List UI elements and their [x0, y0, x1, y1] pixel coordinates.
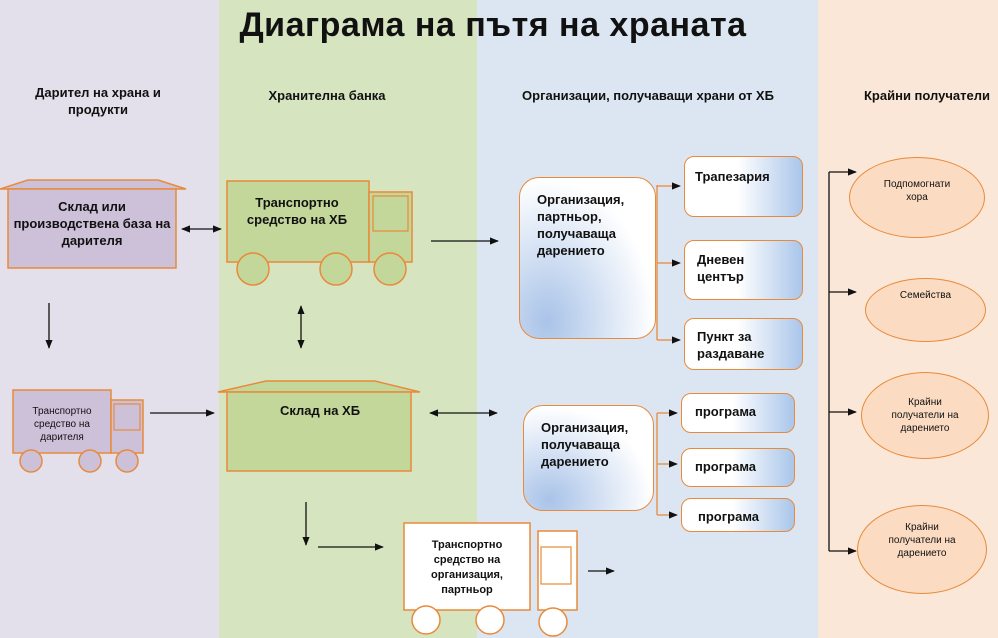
receiving-org-label: Организация, получаваща дарението: [541, 420, 629, 469]
program-label: програма: [698, 509, 759, 524]
donor-warehouse-label: Склад или производствена база на дарител…: [13, 199, 171, 248]
helped-people-ellipse: Подпомогнати хора: [849, 157, 985, 238]
donor-lane: [0, 0, 219, 638]
families-label: Семейства: [899, 290, 952, 301]
foodbank-truck-label: Транспортно средство на ХБ: [246, 195, 348, 227]
foodbank-truck-shape: [226, 180, 413, 286]
lane-header-recipients: Крайни получатели: [864, 88, 990, 103]
day-center-box: Дневен център: [684, 240, 803, 300]
families-ellipse: Семейства: [865, 278, 986, 342]
recipients-connectors: [828, 168, 857, 555]
final-recipients-ellipse-1: Крайни получатели на дарението: [861, 372, 989, 459]
program-box-3: програма: [681, 498, 795, 532]
partner-org-label: Организация, партньор, получаваща дарени…: [537, 192, 625, 258]
diagram-title: Диаграма на пътя на храната: [239, 6, 747, 44]
receiving-org-connectors: [656, 409, 678, 519]
final-recipients-label: Крайни получатели на дарението: [891, 397, 959, 434]
foodbank-warehouse-shape: [217, 380, 421, 472]
helped-people-label: Подпомогнати хора: [883, 179, 951, 203]
partner-truck-label: Транспортно средство на организация, пар…: [431, 539, 503, 596]
partner-org-box: Организация, партньор, получаваща дарени…: [519, 177, 656, 339]
canteen-label: Трапезария: [695, 169, 770, 184]
donor-truck-shape: [12, 389, 144, 473]
distribution-point-box: Пункт за раздаване: [684, 318, 803, 370]
lane-header-orgs: Организации, получаващи храни от ХБ: [522, 88, 774, 103]
lane-header-donor: Дарител на храна и продукти: [35, 85, 161, 117]
distribution-point-label: Пункт за раздаване: [697, 329, 765, 361]
program-box-2: програма: [681, 448, 795, 487]
foodbank-warehouse-label: Склад на ХБ: [279, 403, 361, 418]
lane-header-foodbank: Хранителна банка: [268, 88, 386, 103]
program-label: програма: [695, 459, 756, 474]
partner-org-connectors: [656, 182, 681, 344]
partner-truck-shape: [403, 522, 578, 637]
program-box-1: програма: [681, 393, 795, 433]
final-recipients-ellipse-2: Крайни получатели на дарението: [857, 505, 987, 594]
donor-truck-label: Транспортно средство на дарителя: [32, 406, 92, 443]
donor-warehouse-shape: [0, 179, 187, 269]
program-label: програма: [695, 404, 756, 419]
receiving-org-box: Организация, получаваща дарението: [523, 405, 654, 511]
day-center-label: Дневен център: [697, 252, 745, 284]
connector-arrows: [45, 225, 615, 575]
final-recipients-label: Крайни получатели на дарението: [888, 522, 956, 559]
canteen-box: Трапезария: [684, 156, 803, 217]
